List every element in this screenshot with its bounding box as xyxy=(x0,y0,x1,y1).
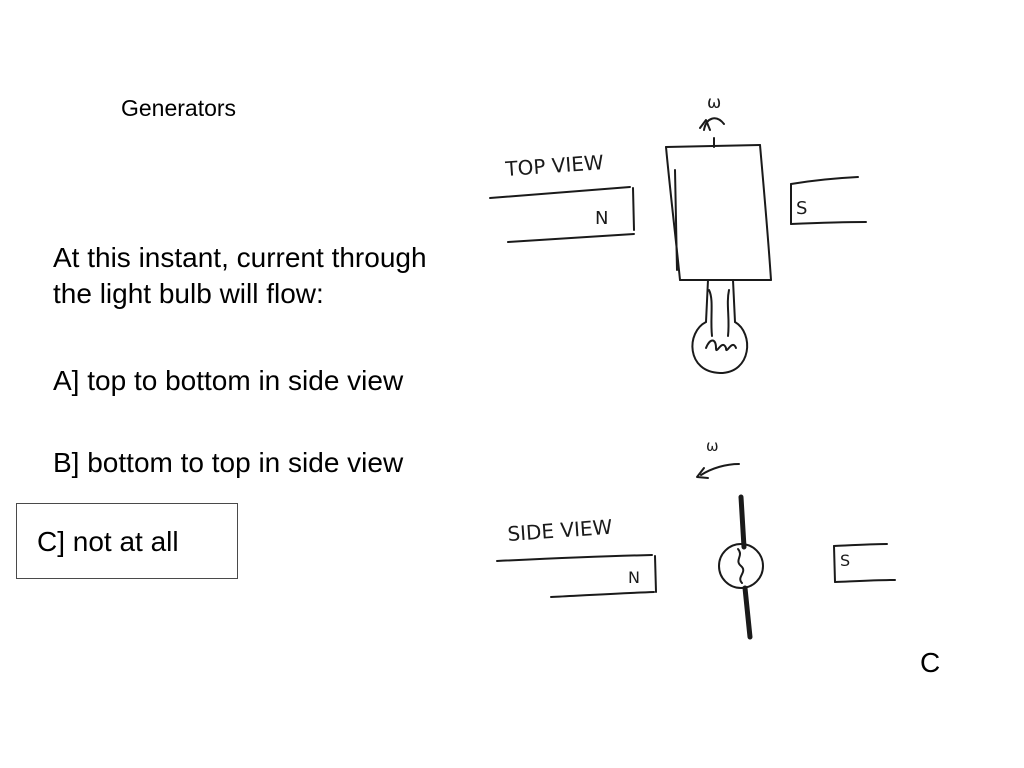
top-view-label: TOP VIEW xyxy=(504,150,605,181)
side-south-magnet xyxy=(833,543,896,583)
option-c: C] not at all xyxy=(37,526,179,557)
option-b: B] bottom to top in side view xyxy=(53,447,404,478)
answer-text: C xyxy=(920,647,941,678)
question-line-2: the light bulb will flow: xyxy=(53,278,324,309)
option-a: A] top to bottom in side view xyxy=(53,365,404,396)
light-bulb-icon xyxy=(691,279,749,374)
side-north-magnet xyxy=(496,554,657,598)
side-omega-label: ω xyxy=(706,437,719,455)
side-coil xyxy=(718,494,764,640)
top-south-magnet xyxy=(790,176,867,225)
question-line-1: At this instant, current through xyxy=(53,242,427,273)
side-north-label: N xyxy=(628,568,640,587)
top-coil xyxy=(665,137,772,281)
question-text: At this instant, current through the lig… xyxy=(53,240,523,312)
side-south-label: S xyxy=(840,551,850,570)
slide-title: Generators xyxy=(121,95,237,121)
side-view-label: SIDE VIEW xyxy=(507,515,614,546)
top-north-label: N xyxy=(595,208,608,229)
top-north-magnet xyxy=(489,186,635,243)
highlight-box xyxy=(16,503,238,579)
top-south-label: S xyxy=(796,198,807,219)
side-rotation-arrow-icon xyxy=(696,463,740,479)
top-rotation-arrow-icon xyxy=(699,117,725,131)
top-omega-label: ω xyxy=(707,93,721,113)
